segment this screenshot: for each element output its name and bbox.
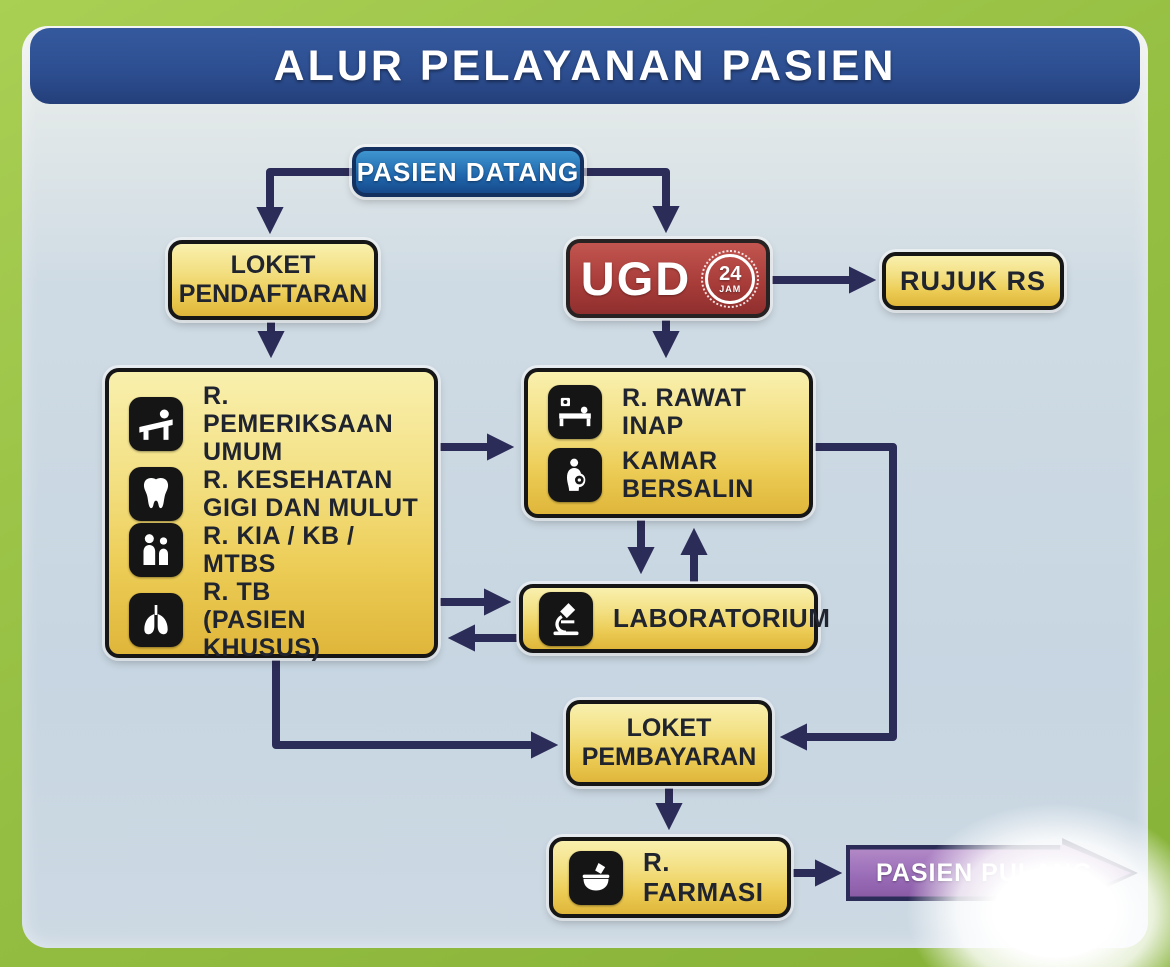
lungs-icon [129, 593, 183, 647]
loket-pembayaran-line1: LOKET [626, 714, 712, 743]
pasien-pulang-label: PASIEN PULANG [876, 858, 1093, 887]
service-label: R. KIA / KB / MTBS [203, 522, 355, 578]
node-services: R. PEMERIKSAAN UMUM R. KESEHATAN GIGI DA… [105, 368, 438, 662]
exam-table-icon [129, 397, 183, 451]
poster-title: ALUR PELAYANAN PASIEN [273, 41, 897, 90]
node-loket-pembayaran: LOKET PEMBAYARAN [566, 700, 772, 786]
loket-pendaftaran-line1: LOKET [230, 251, 316, 280]
rujuk-rs-label: RUJUK RS [899, 265, 1047, 296]
inpatient-label: KAMAR [622, 446, 718, 475]
badge-value: 24 [719, 262, 742, 285]
service-label: GIGI DAN MULUT [203, 494, 419, 522]
service-label: UMUM [203, 438, 283, 466]
pregnant-woman-icon [548, 447, 602, 502]
node-ugd: UGD 24 JAM [566, 239, 770, 318]
service-row-kia-kb-mtbs: R. KIA / KB / MTBS [129, 522, 424, 578]
loket-pendaftaran-line2: PENDAFTARAN [178, 280, 368, 308]
badge-unit: JAM [719, 283, 742, 294]
node-loket-pendaftaran: LOKET PENDAFTARAN [168, 240, 378, 320]
pasien-datang-label: PASIEN DATANG [356, 156, 580, 187]
service-label: R. KESEHATAN [203, 466, 393, 494]
inpatient-row-kamar-bersalin: KAMAR BERSALIN [548, 447, 801, 503]
service-row-pemeriksaan-umum: R. PEMERIKSAAN UMUM [129, 382, 424, 466]
service-label: (PASIEN KHUSUS) [203, 606, 321, 662]
24-jam-badge-icon: 24 JAM [701, 249, 760, 308]
tooth-icon [129, 467, 183, 521]
service-label: R. TB [203, 578, 271, 606]
node-laboratorium: LABORATORIUM [519, 584, 830, 653]
service-label: R. PEMERIKSAAN [203, 382, 394, 438]
poster-title-bar: ALUR PELAYANAN PASIEN [30, 28, 1140, 104]
farmasi-label: R. FARMASI [643, 847, 764, 907]
mortar-pestle-icon [569, 850, 623, 905]
ugd-label: UGD [580, 252, 692, 305]
service-row-tb: R. TB (PASIEN KHUSUS) [129, 578, 424, 662]
inpatient-label: BERSALIN [622, 474, 754, 503]
node-inpatient: R. RAWAT INAP KAMAR BERSALIN [524, 368, 813, 518]
service-row-gigi-mulut: R. KESEHATAN GIGI DAN MULUT [129, 466, 424, 522]
node-farmasi: R. FARMASI [549, 837, 791, 918]
family-icon [129, 523, 183, 577]
microscope-icon [539, 591, 593, 646]
inpatient-row-rawat-inap: R. RAWAT INAP [548, 384, 801, 440]
laboratorium-label: LABORATORIUM [613, 602, 831, 633]
inpatient-label: R. RAWAT INAP [622, 383, 747, 440]
loket-pembayaran-line2: PEMBAYARAN [581, 743, 757, 771]
node-rujuk-rs: RUJUK RS [882, 252, 1064, 310]
hospital-bed-icon [548, 384, 602, 439]
node-pasien-datang: PASIEN DATANG [352, 147, 584, 197]
